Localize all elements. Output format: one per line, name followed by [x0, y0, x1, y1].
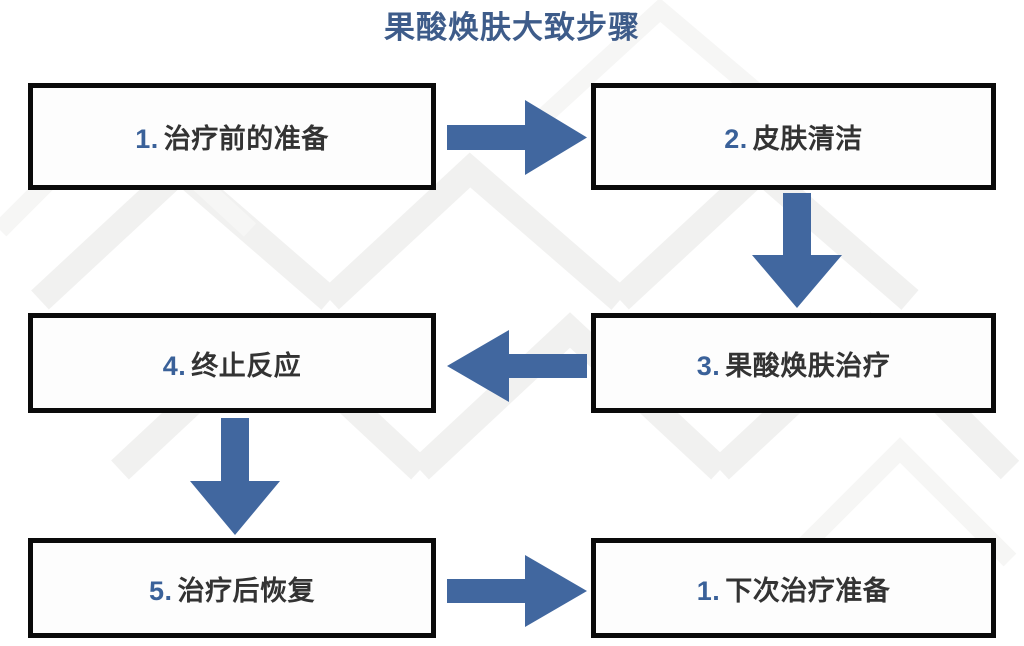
step-text-2: 皮肤清洁 — [752, 124, 863, 154]
step-text-1: 治疗前的准备 — [163, 124, 329, 154]
step-box-3[interactable]: 3.果酸焕肤治疗 — [591, 313, 996, 413]
step-box-5[interactable]: 5.治疗后恢复 — [28, 538, 436, 638]
step-number-3: 3. — [696, 350, 721, 381]
step-label-3: 3.果酸焕肤治疗 — [697, 344, 891, 383]
step-text-3: 果酸焕肤治疗 — [725, 350, 891, 381]
step-number-5: 5. — [148, 575, 173, 606]
step-text-6: 下次治疗准备 — [725, 575, 891, 606]
step-box-2[interactable]: 2.皮肤清洁 — [591, 83, 996, 190]
arrow-left-icon-1 — [447, 330, 587, 402]
step-label-4: 4.终止反应 — [163, 344, 302, 383]
arrow-right-icon-2 — [447, 555, 587, 627]
step-number-4: 4. — [162, 350, 187, 381]
step-number-2: 2. — [724, 124, 748, 154]
step-label-6: 1.下次治疗准备 — [697, 569, 891, 608]
step-number-6: 1. — [696, 575, 721, 606]
step-text-5: 治疗后恢复 — [177, 575, 316, 606]
arrow-down-icon-1 — [752, 193, 842, 308]
step-box-6[interactable]: 1.下次治疗准备 — [591, 538, 996, 638]
step-label-1: 1.治疗前的准备 — [135, 117, 329, 156]
arrow-right-icon-1 — [447, 100, 587, 175]
step-number-1: 1. — [135, 124, 159, 154]
step-label-2: 2.皮肤清洁 — [724, 117, 863, 156]
step-box-1[interactable]: 1.治疗前的准备 — [28, 83, 436, 190]
step-box-4[interactable]: 4.终止反应 — [28, 313, 436, 413]
page-title: 果酸焕肤大致步骤 — [384, 10, 640, 45]
step-text-4: 终止反应 — [191, 350, 302, 381]
arrow-down-icon-2 — [190, 418, 280, 535]
step-label-5: 5.治疗后恢复 — [149, 569, 315, 608]
